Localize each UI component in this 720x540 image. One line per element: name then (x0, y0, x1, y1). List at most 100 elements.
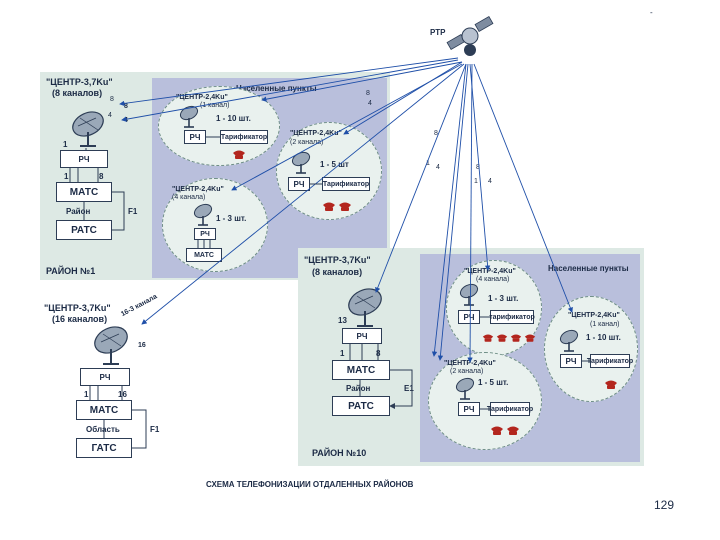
district10-settlements-title: Населенные пункты (548, 264, 629, 273)
district1-two-title: "ЦЕНТР-2,4Ku" (290, 130, 342, 137)
telephone-icon (491, 426, 503, 435)
district10-single-title: "ЦЕНТР-2,4Ku" (568, 312, 620, 319)
oblast-label: Область (86, 425, 120, 434)
dish-antenna-icon (72, 111, 104, 147)
district1-two-tarif: Тарификатор (322, 177, 370, 191)
district1-four-mats: МАТС (186, 248, 222, 262)
uplink-mark: 8 (110, 96, 114, 103)
dish-antenna-icon (559, 329, 579, 352)
oblast-gats-box: ГАТС (76, 438, 132, 458)
district10-rayon-label: Район (346, 384, 371, 393)
district1-f1-label: F1 (128, 207, 138, 216)
oblast-link-a: 16-3 канала (120, 293, 159, 319)
telephone-group (232, 148, 246, 160)
district1-station-title: "ЦЕНТР-3,7Ku" (46, 77, 113, 87)
telephone-icon (507, 426, 519, 435)
district10-station-title: "ЦЕНТР-3,7Ku" (304, 255, 371, 265)
district10-four-tarif: тарификатор (489, 310, 535, 324)
district10-single-site (544, 296, 638, 402)
district1-four-rc: РЧ (194, 228, 216, 240)
oblast-rc-box: РЧ (80, 368, 130, 386)
district10-station-channels: (8 каналов) (312, 267, 363, 277)
district1-link-b: 4 (124, 117, 128, 124)
telephone-group (322, 200, 352, 212)
district10-four-rc: РЧ (458, 310, 480, 324)
district1-two-count: 1 - 5 шт (320, 160, 349, 169)
district10-two-rc: РЧ (458, 402, 480, 416)
satellite-icon (446, 15, 494, 56)
district1-num-8: 8 (99, 172, 104, 181)
district1-link-a: 8 (124, 103, 128, 110)
dish-antenna-icon (179, 105, 199, 128)
district10-rats-box: РАТС (332, 396, 390, 416)
district1-rayon-label: Район (66, 207, 91, 216)
oblast-station-title: "ЦЕНТР-3,7Ku" (44, 303, 111, 313)
district1-single-title: "ЦЕНТР-2,4Ku" (176, 94, 228, 101)
district1-footer: РАЙОН №1 (46, 266, 96, 276)
district10-footer: РАЙОН №10 (312, 448, 367, 458)
oblast-station-channels: (16 каналов) (52, 314, 108, 324)
district10-single-rc: РЧ (560, 354, 582, 368)
dish-antenna-icon (94, 326, 128, 365)
district10-num-1: 1 (340, 349, 345, 358)
district1-num-1b: 1 (64, 172, 69, 181)
telephone-icon (605, 380, 617, 389)
district10-e1-label: E1 (404, 384, 414, 393)
district10-single-tarif: Тарификатор (587, 354, 633, 368)
uplink-mark: 8 (366, 90, 370, 97)
uplink-mark: 1 (474, 178, 478, 185)
telephone-icon (510, 334, 522, 342)
district1-single-tarif: Тарификатор (220, 130, 268, 144)
district10-num-13: 13 (338, 316, 347, 325)
oblast-f1-label: F1 (150, 425, 160, 434)
dish-antenna-icon (291, 151, 311, 174)
district10-two-channels: (2 канала) (450, 368, 484, 375)
district1-four-title: "ЦЕНТР-2,4Ku" (172, 186, 224, 193)
dish-antenna-icon (459, 283, 479, 306)
oblast-num-16: 16 (118, 390, 127, 399)
diagram-caption: СХЕМА ТЕЛЕФОНИЗАЦИИ ОТДАЛЕННЫХ РАЙОНОВ (206, 480, 414, 489)
district10-two-site (428, 352, 542, 450)
district10-four-title: "ЦЕНТР-2,4Ku" (464, 268, 516, 275)
district1-two-channels: (2 канала) (290, 139, 324, 146)
district1-four-channels: (4 канала) (172, 194, 206, 201)
district1-station-channels: (8 каналов) (52, 88, 103, 98)
telephone-group (604, 378, 618, 390)
telephone-icon (339, 202, 351, 211)
telephone-icon (482, 334, 494, 342)
corner-mark: - (650, 8, 653, 17)
telephone-group (482, 332, 536, 343)
district1-two-rc: РЧ (288, 177, 310, 191)
district1-four-count: 1 - 3 шт. (216, 214, 247, 223)
district1-single-count: 1 - 10 шт. (216, 114, 251, 123)
uplink-mark: 4 (108, 112, 112, 119)
district10-four-count: 1 - 3 шт. (488, 294, 519, 303)
uplink-mark: 8 (476, 164, 480, 171)
dish-antenna-icon (348, 288, 382, 327)
district10-two-count: 1 - 5 шт. (478, 378, 509, 387)
district1-single-rc: РЧ (184, 130, 206, 144)
district1-rats-box: РАТС (56, 220, 112, 240)
uplink-mark: 1 (426, 160, 430, 167)
page-number: 129 (654, 498, 675, 512)
telephone-icon (496, 334, 508, 342)
district10-single-channels: (1 канал) (590, 321, 620, 328)
district10-rc-box: РЧ (342, 328, 382, 344)
telephone-icon (323, 202, 335, 211)
district10-two-tarif: Тарификатор (487, 402, 533, 416)
district10-two-title: "ЦЕНТР-2,4Ku" (444, 360, 496, 367)
uplink-mark: 8 (434, 130, 438, 137)
satellite-label: РТР (430, 28, 446, 37)
telephone-icon (233, 150, 245, 159)
district1-single-channels: (1 канал) (200, 102, 230, 109)
uplink-mark: 4 (436, 164, 440, 171)
district1-rc-box: РЧ (60, 150, 108, 168)
district10-num-8: 8 (376, 349, 381, 358)
telephone-group (490, 424, 520, 436)
oblast-link-b: 16 (138, 342, 146, 349)
uplink-mark: 4 (488, 178, 492, 185)
telephone-icon (524, 334, 536, 342)
dish-antenna-icon (455, 377, 475, 400)
oblast-mats-box: МАТС (76, 400, 132, 420)
